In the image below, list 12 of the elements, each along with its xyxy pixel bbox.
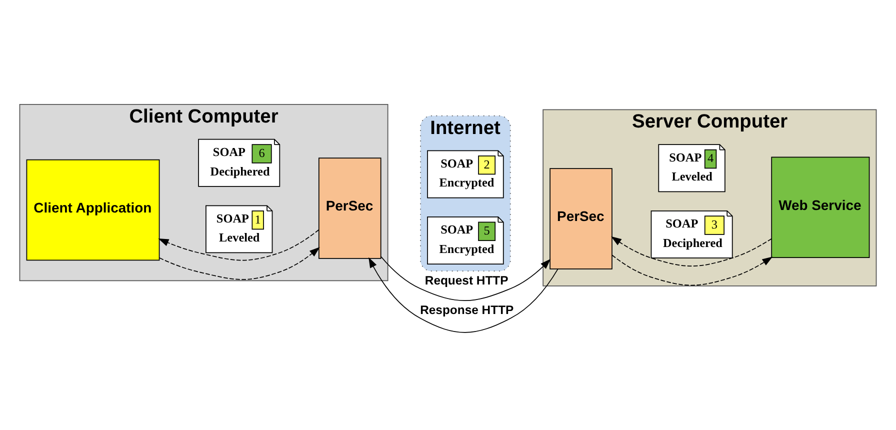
node-box: Web Service [771,156,870,258]
arrow [368,257,558,333]
node-box: PerSec [318,158,382,259]
arrow [611,236,772,267]
arrow [158,229,320,261]
node-box: Client Application [26,159,160,261]
edge-label: Request HTTP [424,273,508,288]
edge-label: Response HTTP [420,302,514,317]
node-box: PerSec [550,168,612,270]
arrow [158,246,320,280]
arrow [612,254,773,286]
arrow [380,256,551,302]
